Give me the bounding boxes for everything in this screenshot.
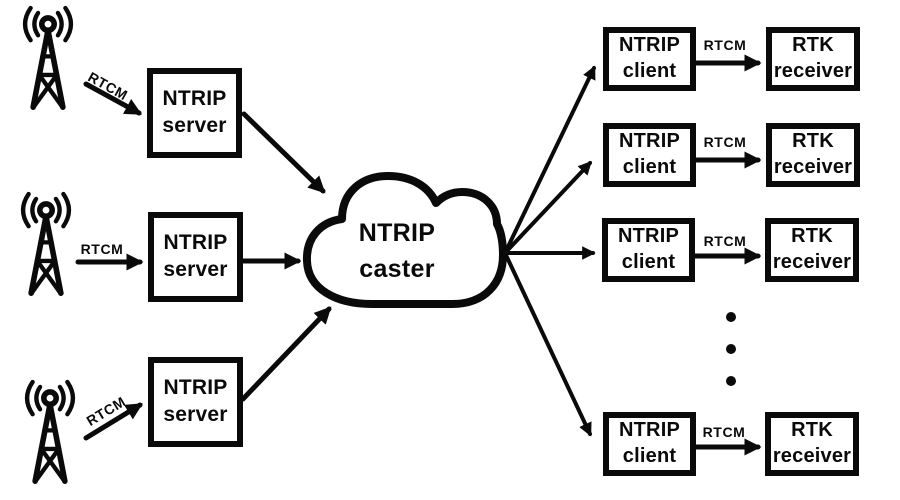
box-label: client	[622, 445, 677, 467]
box-label: client	[622, 60, 677, 82]
radio-tower-icon	[27, 382, 73, 481]
arrow-caster-client1	[503, 65, 596, 255]
ntrip-caster-cloud	[302, 172, 507, 308]
rtk-receiver-box: RTK receiver	[766, 123, 860, 187]
box-label: client	[621, 251, 676, 273]
ntrip-client-box: NTRIP client	[603, 412, 696, 476]
arrow-tower1-server1	[83, 81, 142, 116]
box-label: server	[163, 403, 228, 426]
arrow-tower3-server3	[83, 402, 143, 441]
ntrip-client-box: NTRIP client	[602, 218, 695, 282]
box-label: NTRIP	[618, 225, 679, 248]
radio-tower-icon	[25, 8, 71, 107]
box-label: NTRIP	[163, 231, 228, 255]
ntrip-server-box: NTRIP server	[148, 212, 243, 302]
ntrip-client-box: NTRIP client	[603, 123, 696, 187]
box-label: receiver	[773, 156, 853, 178]
box-label: receiver	[772, 251, 852, 273]
rtcm-label: RTCM	[703, 233, 747, 249]
box-label: NTRIP	[619, 34, 680, 57]
rtcm-label: RTCM	[703, 134, 747, 150]
ellipsis-dots	[726, 312, 736, 386]
arrow-caster-client2	[503, 161, 592, 255]
arrow-caster-client4	[503, 251, 592, 437]
ntrip-caster-label: NTRIP caster	[337, 216, 457, 287]
cloud-label-line1: NTRIP	[358, 219, 436, 247]
rtcm-label: RTCM	[702, 424, 746, 440]
box-label: receiver	[772, 445, 852, 467]
box-label: NTRIP	[163, 376, 228, 400]
cloud-label-line2: caster	[359, 254, 435, 283]
box-label: server	[163, 258, 228, 281]
ntrip-client-box: NTRIP client	[603, 27, 696, 91]
box-label: RTK	[791, 419, 833, 442]
radio-tower-icon	[23, 194, 69, 293]
ntrip-server-box: NTRIP server	[148, 357, 243, 447]
box-label: RTK	[792, 130, 834, 153]
rtk-receiver-box: RTK receiver	[765, 218, 859, 282]
box-label: RTK	[792, 34, 834, 57]
box-label: server	[162, 114, 227, 137]
box-label: NTRIP	[162, 87, 227, 111]
box-label: client	[622, 156, 677, 178]
box-label: receiver	[773, 60, 853, 82]
box-label: RTK	[791, 225, 833, 248]
box-label: NTRIP	[619, 419, 680, 442]
rtk-receiver-box: RTK receiver	[766, 27, 860, 91]
box-label: NTRIP	[619, 130, 680, 153]
ntrip-server-box: NTRIP server	[147, 68, 242, 158]
rtcm-label: RTCM	[80, 241, 124, 257]
rtk-receiver-box: RTK receiver	[765, 412, 859, 476]
arrow-server3-caster	[240, 306, 332, 402]
rtcm-label: RTCM	[703, 37, 747, 53]
arrow-server1-caster	[241, 111, 326, 194]
